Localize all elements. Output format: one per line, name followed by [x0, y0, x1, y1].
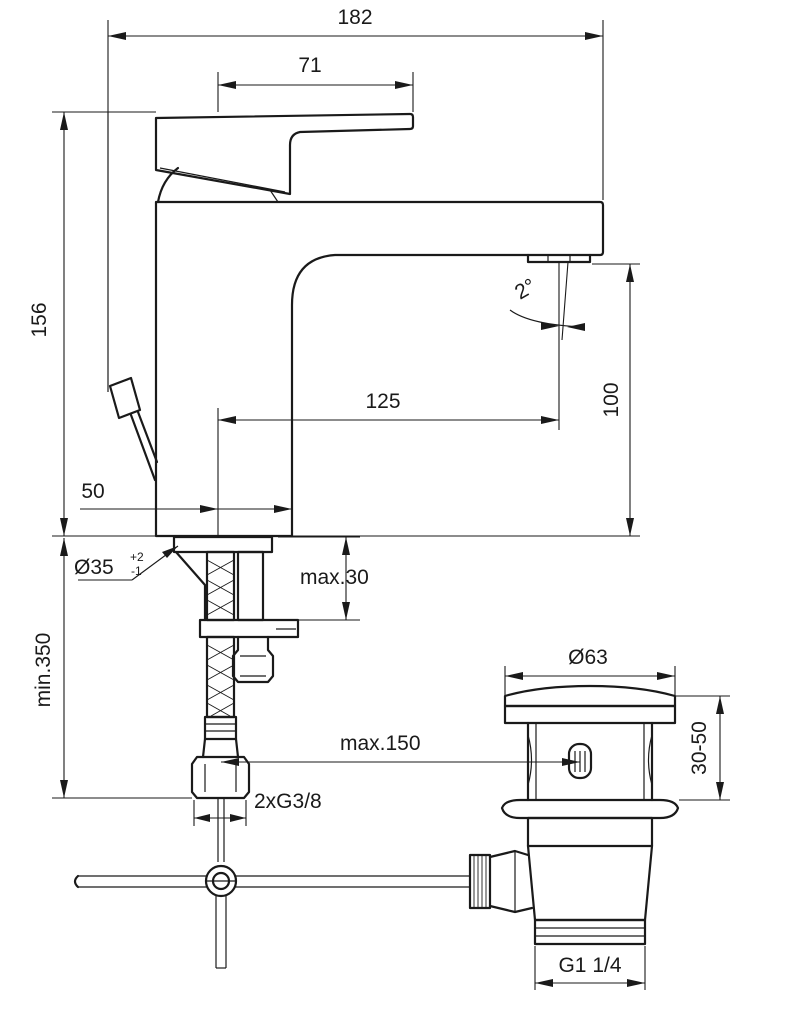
- connections-label: 2xG3/8: [254, 790, 322, 813]
- hole-tol-lower: -1: [131, 564, 142, 578]
- hole-tol-upper: +2: [130, 550, 144, 564]
- max-deck-label: max.30: [300, 566, 369, 589]
- mounting-shank: [172, 535, 300, 684]
- dim-spray-angle: 2°: [509, 261, 586, 341]
- dim-hole-diameter: Ø35 +2 -1: [74, 545, 179, 581]
- dim-rod-reach: max.150: [221, 732, 580, 766]
- pop-up-rod-knob: [107, 112, 159, 482]
- dim-handle-length: 71: [217, 54, 414, 112]
- dim-overall-width: 182: [107, 6, 604, 200]
- dim-connections: 2xG3/8: [193, 790, 322, 826]
- dim-spout-reach: 125: [217, 262, 560, 536]
- dim-waste-thread: G1 1/4: [534, 946, 646, 990]
- min-hose-label: min.350: [32, 633, 55, 708]
- hole-diameter-label: Ø35: [74, 556, 114, 579]
- overall-width-label: 182: [337, 6, 372, 29]
- pop-up-linkage: [73, 864, 470, 969]
- faucet-body: [154, 200, 605, 538]
- waste-thread-label: G1 1/4: [558, 954, 621, 977]
- overall-height-label: 156: [28, 302, 51, 337]
- spray-angle-label: 2°: [511, 274, 540, 304]
- rod-reach-label: max.150: [340, 732, 421, 755]
- handle-inset-label: 50: [81, 480, 104, 503]
- dim-max-deck: max.30: [278, 536, 369, 621]
- dim-waste-cap: Ø63: [504, 646, 676, 696]
- dim-handle-inset: 50: [80, 480, 292, 513]
- pop-up-waste: [468, 684, 680, 946]
- faucet-handle: [154, 112, 415, 204]
- handle-length-label: 71: [298, 54, 321, 77]
- braided-supply-hose: [190, 550, 251, 862]
- waste-height-label: 30-50: [688, 721, 711, 775]
- dim-spout-height: 100: [292, 263, 640, 537]
- spout-height-label: 100: [600, 382, 623, 417]
- dim-overall-height: 156: [28, 111, 156, 537]
- spout-reach-label: 125: [365, 390, 400, 413]
- dim-min-hose: min.350: [32, 535, 192, 799]
- waste-cap-label: Ø63: [568, 646, 608, 669]
- dim-waste-height: 30-50: [676, 695, 730, 801]
